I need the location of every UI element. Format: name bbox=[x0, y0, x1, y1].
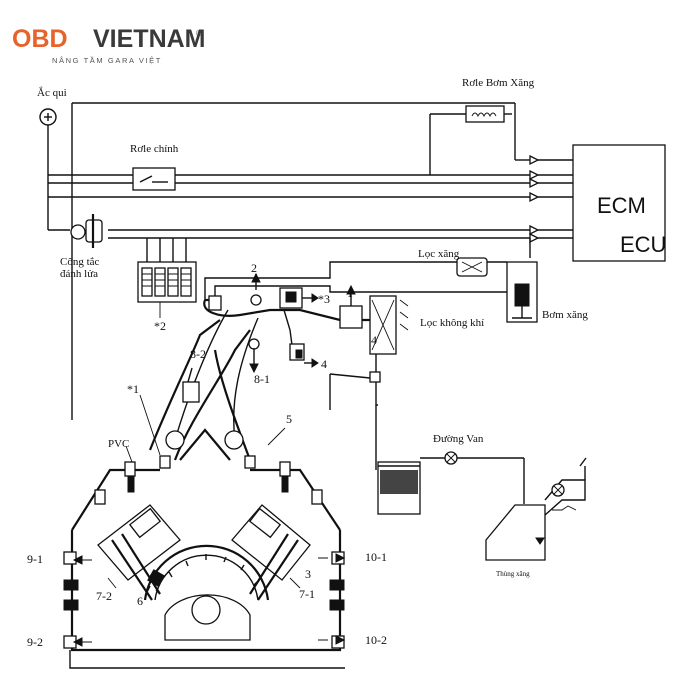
wiring-harness bbox=[39, 102, 666, 420]
label-air-filter: Lọc không khí bbox=[420, 317, 484, 329]
label-fuel-pump-relay: Rơle Bơm Xăng bbox=[462, 77, 535, 89]
label-n9-1: 9-1 bbox=[27, 552, 43, 566]
label-main-relay: Rơle chính bbox=[130, 143, 179, 155]
label-ignition-switch-line1: Công tắc bbox=[60, 256, 100, 268]
left-knock-sensors bbox=[63, 579, 79, 611]
label-fuel-filter: Lọc xăng bbox=[418, 248, 460, 260]
logo-registered: ® bbox=[196, 29, 202, 38]
ignition-switch-icon bbox=[70, 214, 103, 248]
label-star2: *2 bbox=[154, 319, 166, 333]
label-n7-1: 7-1 bbox=[299, 587, 315, 601]
obd-vietnam-logo: OBD VIETNAM ® NÂNG TẦM GARA VIỆT bbox=[12, 25, 206, 65]
label-n8-2: 8-2 bbox=[190, 347, 206, 361]
label-ignition-switch: Công tắc đánh lửa bbox=[60, 256, 102, 280]
label-n10-1: 10-1 bbox=[365, 550, 387, 564]
label-fuel-tank: Thùng xăng bbox=[496, 570, 530, 578]
label-fuel-pump: Bơm xăng bbox=[542, 309, 588, 321]
label-n3: *3 bbox=[318, 292, 330, 306]
v-engine-block bbox=[63, 309, 346, 669]
label-ecu: ECU bbox=[620, 232, 666, 257]
label-n4b: 4 bbox=[371, 333, 377, 347]
fuel-system bbox=[137, 238, 587, 561]
label-n9-2: 9-2 bbox=[27, 635, 43, 649]
label-ignition-switch-line2: đánh lửa bbox=[60, 268, 98, 280]
label-n2: 2 bbox=[251, 261, 257, 275]
label-battery: Ắc qui bbox=[37, 86, 67, 99]
label-n1: 1 bbox=[347, 286, 353, 300]
label-n10-2: 10-2 bbox=[365, 633, 387, 647]
label-ecm: ECM bbox=[597, 193, 646, 218]
label-n4: 4 bbox=[321, 357, 327, 371]
fuel-tank bbox=[485, 504, 546, 561]
ecm-box bbox=[572, 144, 666, 262]
diagram-labels: Ắc qui Rơle Bơm Xăng Rơle chính ECM ECU … bbox=[27, 77, 666, 649]
label-n7-2: 7-2 bbox=[96, 589, 112, 603]
ignition-coil-pack bbox=[137, 261, 197, 303]
logo-part2: VIETNAM bbox=[93, 25, 206, 53]
label-pvc: PVC bbox=[108, 438, 129, 450]
logo-part1: OBD bbox=[12, 25, 68, 53]
logo-tagline: NÂNG TẦM GARA VIỆT bbox=[52, 55, 162, 65]
main-relay bbox=[132, 167, 176, 191]
label-star1: *1 bbox=[127, 382, 139, 396]
label-n8-1: 8-1 bbox=[254, 372, 270, 386]
label-n5: 5 bbox=[286, 412, 292, 426]
right-knock-sensors bbox=[329, 579, 345, 611]
label-n6: 6 bbox=[137, 594, 143, 608]
label-vapor-line: Đường Van bbox=[433, 433, 484, 445]
label-n3b: 3 bbox=[305, 567, 311, 581]
